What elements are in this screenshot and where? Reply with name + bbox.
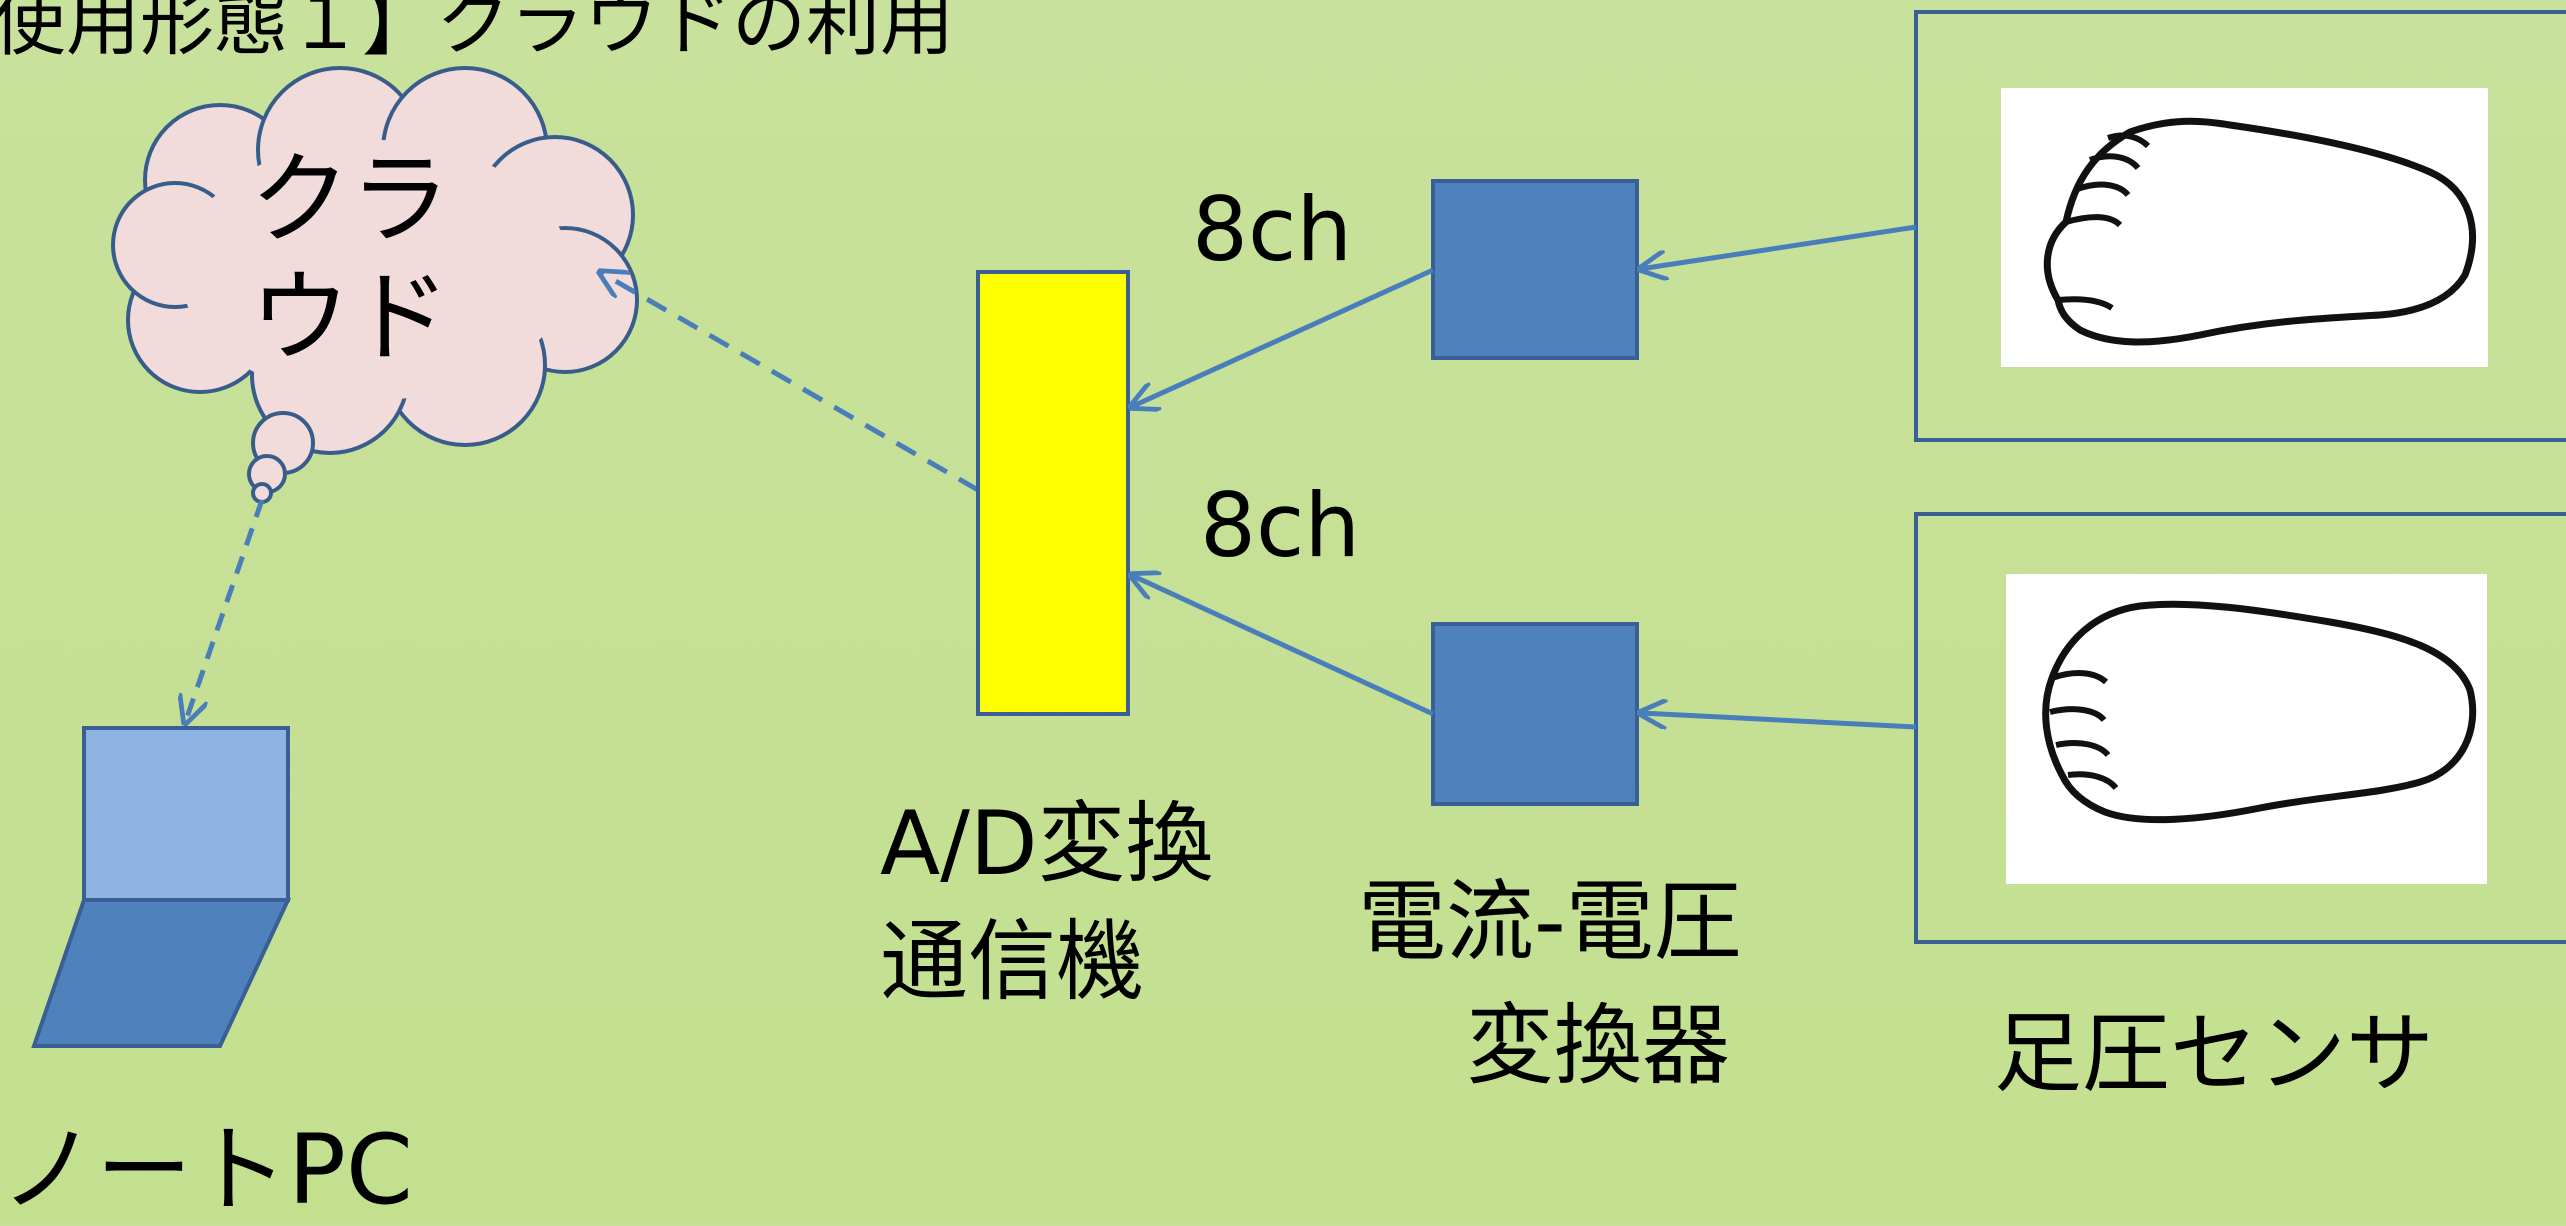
footprint-icon-top	[2001, 88, 2488, 367]
cloud-to-pc-arrow	[185, 499, 265, 723]
channel-label-bottom: 8ch	[1200, 474, 1361, 577]
converter-box-top	[1431, 179, 1639, 360]
ad-converter-label-line1: A/D変換	[880, 792, 1214, 895]
converter-label-line1: 電流-電圧	[1358, 870, 1742, 973]
cloud-label-line2: ウド	[250, 259, 450, 376]
page-title: 使用形態１】クラウドの利用	[0, 0, 954, 66]
sensor-top-to-converter-arrow	[1640, 224, 1917, 269]
cloud-label-line1: クラ	[250, 141, 450, 258]
cloud-shape	[111, 66, 639, 504]
sensor-frame-top	[1914, 10, 2566, 442]
sensor-bottom-to-converter-arrow	[1640, 713, 1917, 730]
ad-converter-label-line2: 通信機	[880, 910, 1145, 1013]
sensor-frame-bottom	[1914, 512, 2566, 944]
laptop-icon	[31, 726, 292, 1048]
converter-label-line2: 変換器	[1466, 994, 1731, 1097]
laptop-label: ノートPC	[0, 1114, 413, 1226]
converter-bottom-to-ad-arrow	[1131, 575, 1435, 717]
converter-top-to-ad-arrow	[1131, 267, 1435, 407]
channel-label-top: 8ch	[1192, 178, 1353, 281]
converter-box-bottom	[1431, 622, 1639, 806]
ad-converter-box	[976, 270, 1130, 716]
sensor-label: 足圧センサ	[1994, 1002, 2435, 1105]
footprint-icon-bottom	[2006, 574, 2487, 884]
ad-to-cloud-arrow	[600, 272, 980, 493]
